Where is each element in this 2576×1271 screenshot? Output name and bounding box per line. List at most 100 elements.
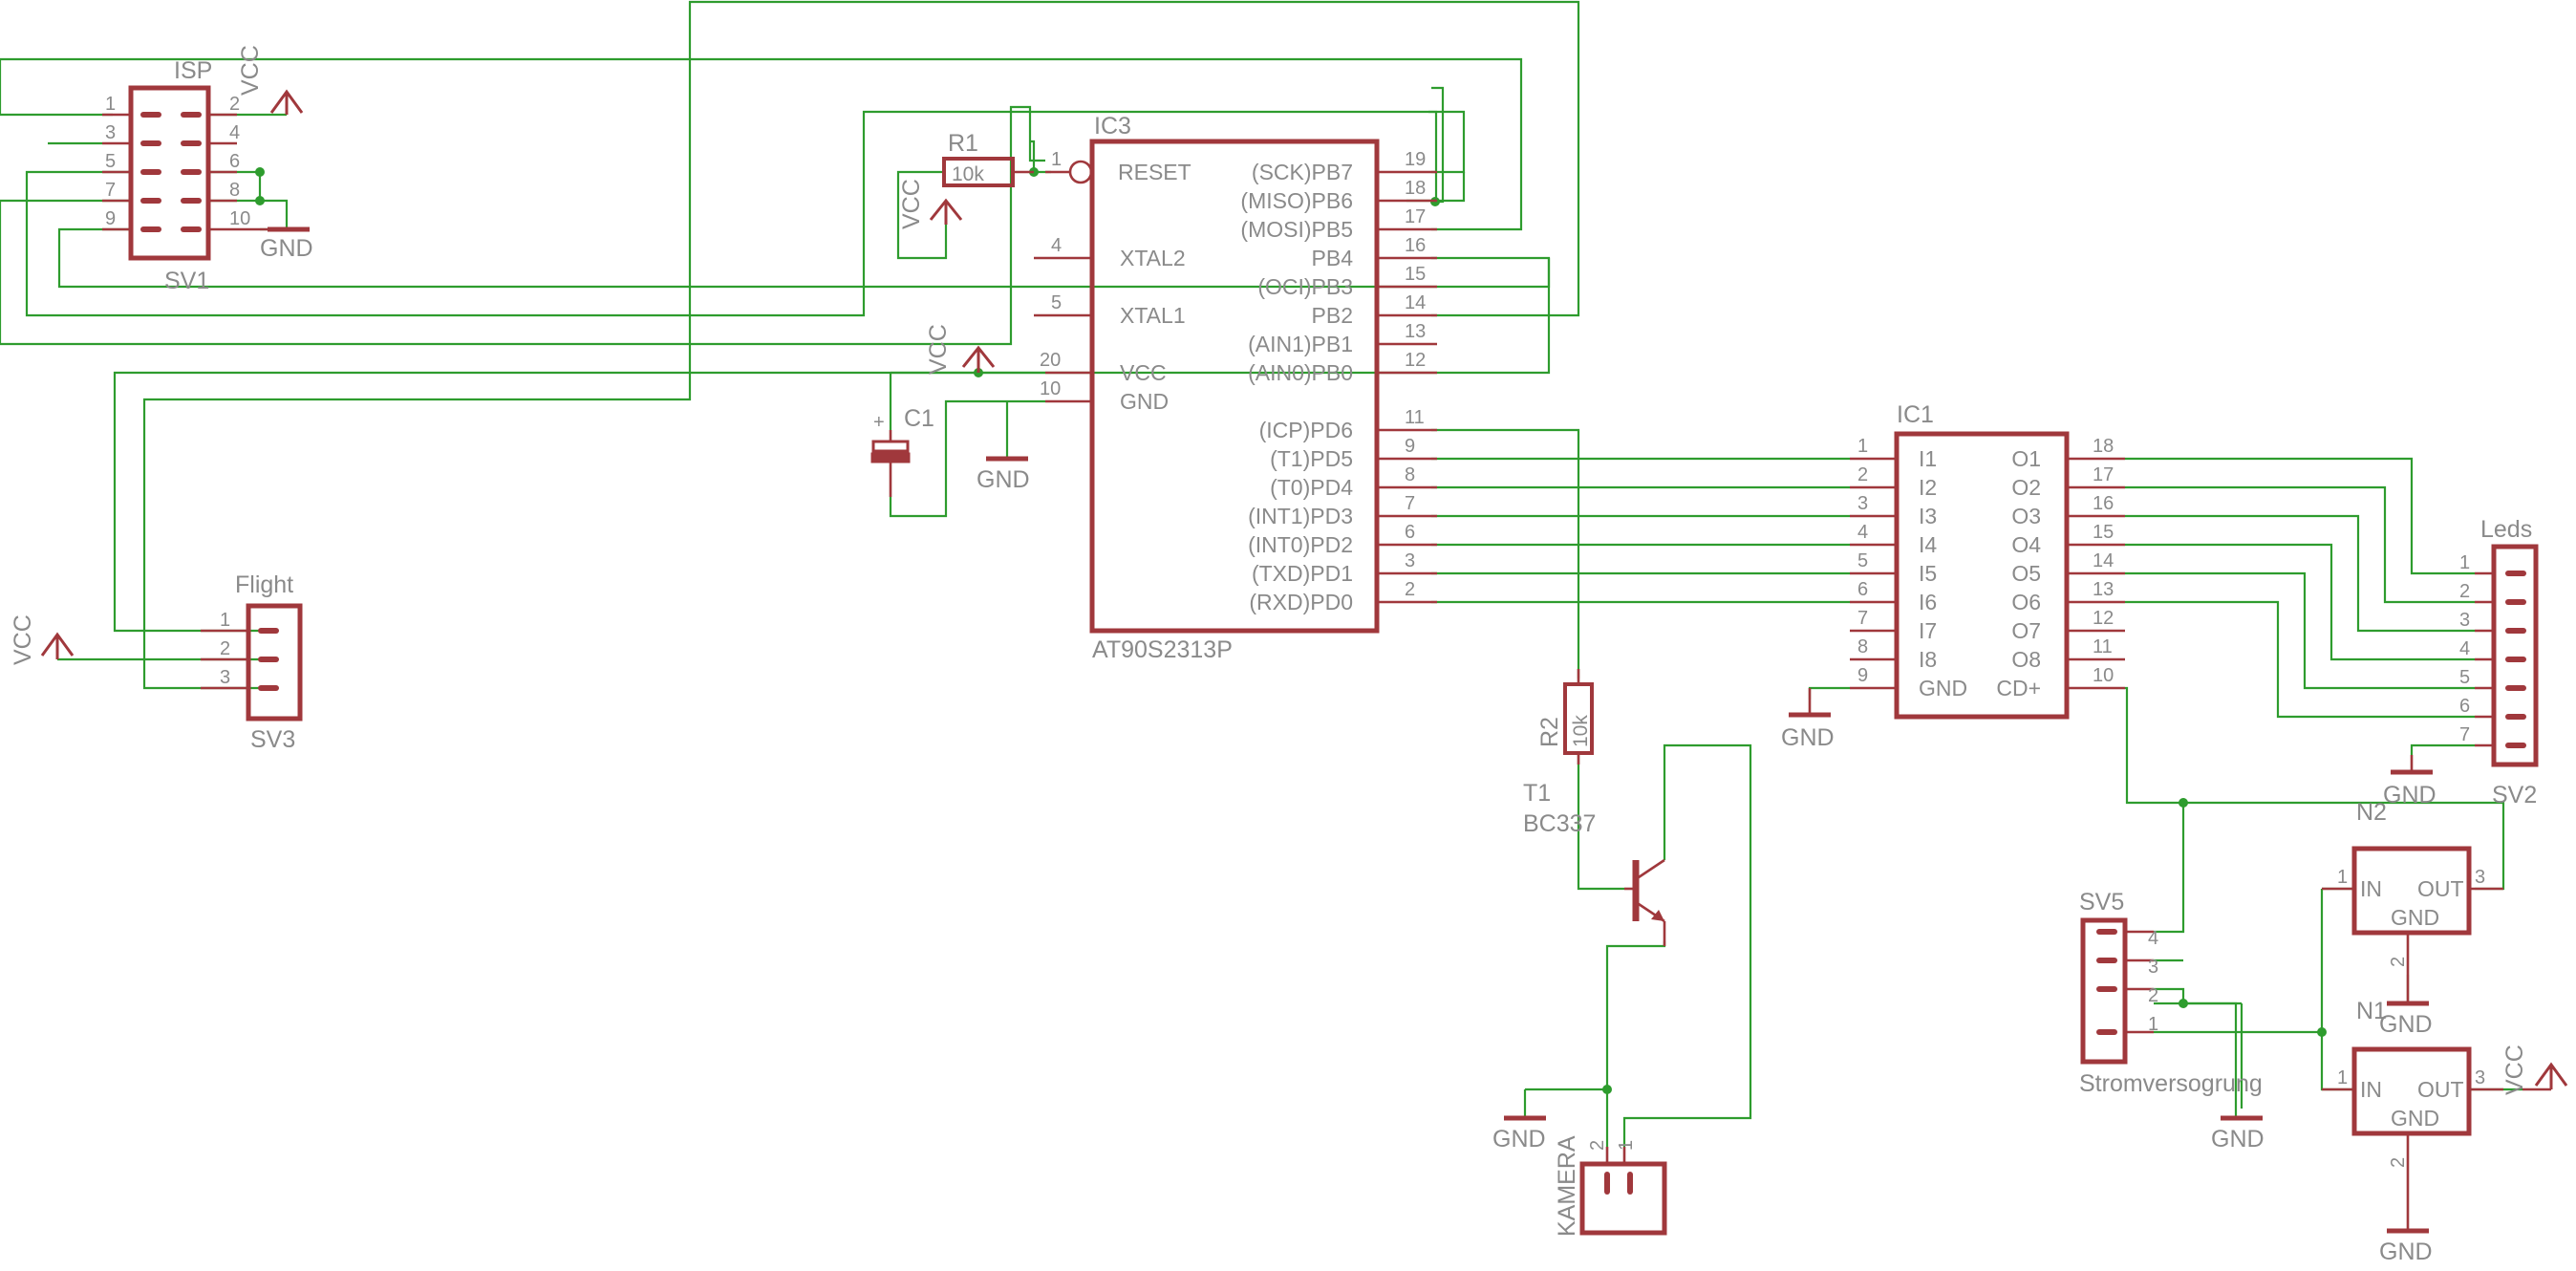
ic3-pin-label: (AIN0)PB0 (1248, 360, 1353, 385)
ic1-pin-num: 16 (2093, 493, 2114, 514)
n2-name: N2 (2356, 799, 2387, 826)
ic1-pin-num: 15 (2093, 522, 2114, 543)
ic3-pin-label: GND (1120, 389, 1169, 414)
ic3-pin-label: XTAL1 (1120, 303, 1186, 328)
ic1-pin-label: O8 (2011, 647, 2041, 672)
isp-pin-8: 8 (229, 180, 240, 201)
n1-pin-1: 1 (2337, 1067, 2348, 1088)
leds-pin-num: 5 (2459, 667, 2470, 688)
c1-gnd-label: GND (977, 466, 1030, 493)
ic3-pin-num: 2 (1405, 579, 1415, 600)
n1-regulator: IN OUT GND 1 3 2 N1 GND VCC (2322, 998, 2568, 1265)
ic3-pin-label: (SCK)PB7 (1252, 160, 1353, 184)
ic3-pin-num: 4 (1051, 235, 1062, 256)
flight-connector: 1 2 3 Flight SV3 VCC (10, 571, 303, 753)
flight-value: SV3 (250, 726, 295, 753)
leds-gnd-label: GND (2383, 782, 2436, 808)
isp-pin-5: 5 (105, 151, 116, 172)
flight-name: Flight (235, 571, 293, 598)
n2-out-label: OUT (2417, 876, 2464, 901)
ic1-pin-label: I4 (1919, 532, 1937, 557)
isp-gnd-label: GND (260, 235, 313, 262)
ic3-pin-num: 3 (1405, 550, 1415, 571)
sv5-pin-4: 4 (2148, 928, 2158, 949)
ic3-pin-label: (TXD)PD1 (1252, 561, 1353, 586)
ic1-pin-label: I8 (1919, 647, 1937, 672)
kamera-pin-1: 1 (1616, 1140, 1637, 1151)
n2-regulator: IN OUT GND 1 3 2 N2 GND (2322, 799, 2503, 1038)
sv5-pin-3: 3 (2148, 957, 2158, 978)
isp-name: ISP (174, 57, 212, 84)
ic3-pin-num: 19 (1405, 149, 1426, 170)
n2-pin-1: 1 (2337, 867, 2348, 888)
sv5-gnd-label: GND (2211, 1126, 2265, 1153)
c1-plus: + (873, 412, 885, 433)
sv5-pin-1: 1 (2148, 1014, 2158, 1035)
ic3-pin-label: RESET (1118, 160, 1191, 184)
ic1-pin-label: GND (1919, 676, 1967, 700)
isp-connector: ISP SV1 1 3 5 7 9 2 4 6 8 10 VCC GND (102, 45, 313, 294)
r1-resistor: 10k R1 VCC (898, 130, 1034, 229)
ic1-pin-label: O4 (2011, 532, 2041, 557)
ic3-pin-label: (INT0)PD2 (1248, 532, 1353, 557)
ic1-pin-label: O1 (2011, 446, 2041, 471)
ic3-value: AT90S2313P (1092, 636, 1233, 663)
ic3-pin-num: 14 (1405, 292, 1426, 313)
ic3-pin-num: 20 (1040, 350, 1061, 371)
ic3-pin-label: (MISO)PB6 (1240, 188, 1353, 213)
n2-pin-2: 2 (2388, 957, 2409, 967)
ic3-pin-label: (T1)PD5 (1270, 446, 1353, 471)
isp-pin-9: 9 (105, 208, 116, 229)
isp-pin-7: 7 (105, 180, 116, 201)
n1-pin-3: 3 (2475, 1067, 2485, 1088)
n1-out-label: OUT (2417, 1077, 2464, 1102)
ic3-pin-num: 1 (1051, 149, 1062, 170)
flight-pin-2: 2 (220, 638, 230, 659)
sv5-power-connector: 4 3 2 1 SV5 Stromversogrung GND (2079, 889, 2265, 1153)
ic3-pin-num: 9 (1405, 436, 1415, 457)
ic3-pin-label: VCC (1120, 360, 1167, 385)
ic1-pin-num: 10 (2093, 665, 2114, 686)
ic3-pin-num: 18 (1405, 178, 1426, 199)
leds-pad (2505, 571, 2526, 576)
ic3-pin-num: 11 (1405, 407, 1425, 428)
leds-pin-num: 1 (2459, 552, 2470, 573)
c1-capacitor: C1 + VCC GND (870, 324, 1030, 497)
ic3-pin-label: (RXD)PD0 (1249, 590, 1353, 614)
ic3-pin-label: (INT1)PD3 (1248, 504, 1353, 528)
leds-pad (2505, 714, 2526, 720)
wires (0, 0, 2522, 1147)
ic3-name: IC3 (1094, 113, 1131, 140)
t1-transistor: T1 BC337 (1523, 780, 1666, 946)
ic1-pin-label: O5 (2011, 561, 2041, 586)
ic1-pin-num: 7 (1857, 608, 1868, 629)
ic3-pin-label: (ICP)PD6 (1259, 418, 1353, 442)
ic3-pin-num: 8 (1405, 464, 1415, 485)
r1-name: R1 (948, 130, 978, 157)
r2-resistor: 10k R2 (1536, 669, 1594, 765)
n2-gnd-label: GND (2379, 1011, 2433, 1038)
n1-in-label: IN (2360, 1077, 2382, 1102)
junctions (255, 167, 2327, 1094)
ic3-microcontroller: IC3 AT90S2313P 1 4 5 20 10 RESET XTAL2 X… (1034, 113, 1437, 663)
ic1-pin-num: 11 (2093, 636, 2113, 657)
ic1-name: IC1 (1897, 401, 1934, 428)
flight-pin-3: 3 (220, 667, 230, 688)
leds-pad (2505, 628, 2526, 634)
ic1-pin-label: CD+ (1996, 676, 2041, 700)
ic3-pin-label: PB2 (1312, 303, 1353, 328)
ic1-pin-num: 1 (1857, 436, 1868, 457)
isp-pin-2: 2 (229, 94, 240, 115)
ic1-pin-label: I1 (1919, 446, 1937, 471)
ic1-pin-num: 5 (1857, 550, 1868, 571)
ic1-pin-num: 9 (1857, 665, 1868, 686)
ic3-pin-num: 15 (1405, 264, 1426, 285)
isp-pin-10: 10 (229, 208, 250, 229)
ic3-pin-num: 10 (1040, 378, 1061, 399)
leds-pin-num: 3 (2459, 610, 2470, 631)
ic1-pin-num: 17 (2093, 464, 2114, 485)
isp-vcc-label: VCC (237, 45, 264, 96)
leds-pad (2505, 599, 2526, 605)
